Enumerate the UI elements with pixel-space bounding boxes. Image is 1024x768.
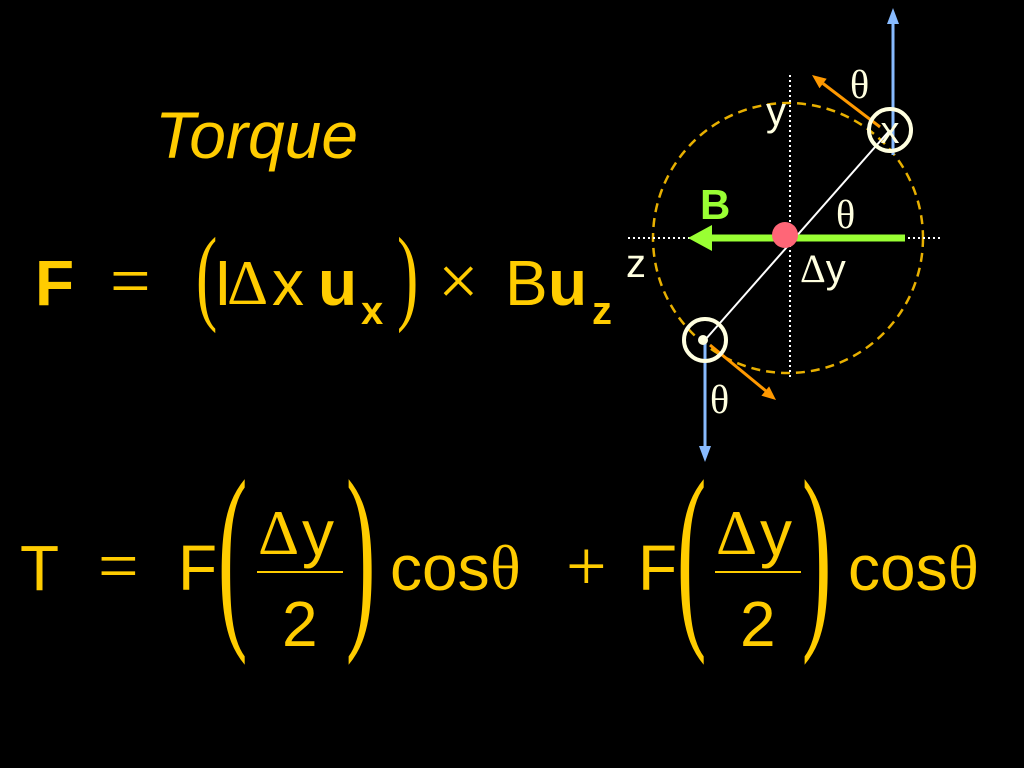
cosine-function: cos xyxy=(390,532,490,604)
unit-vector-subscript: z xyxy=(592,289,612,333)
fraction-bar xyxy=(715,571,801,573)
angle-label-center: θ xyxy=(836,192,855,237)
current-symbol: I xyxy=(214,247,232,319)
torque-symbol: T xyxy=(20,532,60,604)
equals-sign: = xyxy=(98,526,139,606)
fraction-denominator: 2 xyxy=(740,588,776,660)
close-paren: ) xyxy=(397,216,419,334)
y-axis-label: y xyxy=(766,90,786,134)
fraction-numerator-delta: Δ xyxy=(716,497,758,568)
fraction-bar xyxy=(257,571,343,573)
current-arrow-up-head xyxy=(887,8,899,24)
close-paren: ) xyxy=(345,438,376,666)
equals-sign: = xyxy=(110,241,151,321)
z-axis-label: z xyxy=(626,242,646,286)
force-factor: F xyxy=(638,532,678,604)
force-factor: F xyxy=(178,532,218,604)
field-symbol: B xyxy=(505,247,548,319)
plus-sign: + xyxy=(566,526,607,606)
loop-width-delta: Δ xyxy=(800,246,826,291)
open-paren: ( xyxy=(676,438,707,666)
force-arrow-bottom-head xyxy=(761,386,776,400)
open-paren: ( xyxy=(217,438,248,666)
unit-vector: u xyxy=(318,247,358,319)
current-arrow-down-head xyxy=(699,446,711,462)
field-arrowhead xyxy=(688,225,712,251)
force-arrow-top-head xyxy=(812,75,827,89)
field-label: B xyxy=(700,181,730,228)
angle-theta: θ xyxy=(490,532,521,603)
cosine-function: cos xyxy=(848,532,948,604)
delta-symbol: Δ xyxy=(227,247,269,318)
cross-product-sign: × xyxy=(438,241,479,321)
angle-theta: θ xyxy=(948,532,979,603)
unit-vector: u xyxy=(548,247,588,319)
rotation-axis-dot xyxy=(772,222,798,248)
length-variable: x xyxy=(272,247,304,319)
angle-label-top: θ xyxy=(850,62,869,107)
current-into-page-symbol: x xyxy=(881,110,900,152)
fraction-numerator-variable: y xyxy=(302,497,334,569)
open-paren: ( xyxy=(196,216,218,334)
close-paren: ) xyxy=(801,438,832,666)
loop-width-label: Δy xyxy=(800,246,846,291)
fraction-numerator-variable: y xyxy=(760,497,792,569)
fraction-denominator: 2 xyxy=(282,588,318,660)
fraction-numerator-delta: Δ xyxy=(258,497,300,568)
slide-title: Torque xyxy=(155,98,359,172)
force-symbol: F xyxy=(35,247,75,319)
current-into-page-marker xyxy=(867,107,913,153)
unit-vector-subscript: x xyxy=(361,289,384,333)
current-out-of-page-marker xyxy=(682,317,728,363)
angle-label-bottom: θ xyxy=(710,377,729,422)
current-out-of-page-dot xyxy=(698,335,708,345)
loop-width-variable: y xyxy=(826,247,846,291)
